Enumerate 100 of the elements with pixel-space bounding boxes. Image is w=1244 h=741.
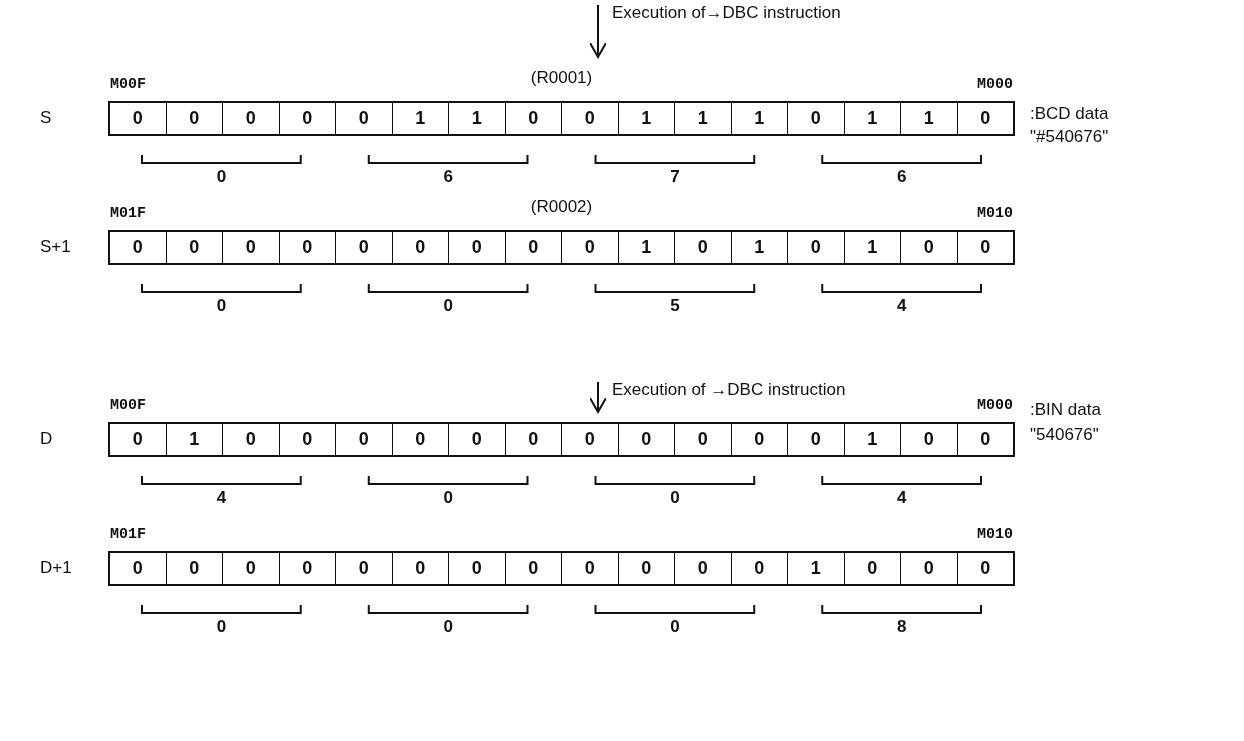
bit-cell: 1 bbox=[843, 424, 900, 455]
register bbox=[108, 551, 1015, 586]
nibble-digit: 5 bbox=[670, 296, 680, 316]
nibble-digit: 6 bbox=[443, 167, 453, 187]
bit-cell: 0 bbox=[956, 424, 1013, 455]
bit-cell: 0 bbox=[504, 103, 561, 134]
bit-cell: 1 bbox=[730, 232, 787, 263]
bit-cell: 1 bbox=[617, 103, 674, 134]
bit-cell: 1 bbox=[391, 103, 448, 134]
bit-cell: 1 bbox=[165, 424, 222, 455]
register-name: D bbox=[40, 429, 53, 449]
nibble-digit: 0 bbox=[670, 488, 680, 508]
instruction-note: Execution of→DBC instruction bbox=[612, 3, 841, 23]
bit-address: M00F bbox=[110, 397, 146, 414]
nibble-digit: 6 bbox=[896, 167, 907, 187]
bit-cell: 1 bbox=[730, 103, 787, 134]
nibble-digit: 0 bbox=[670, 617, 680, 637]
bit-cell: 0 bbox=[222, 103, 279, 134]
nibble-digit: 0 bbox=[443, 617, 453, 637]
bit-cell: 0 bbox=[561, 424, 618, 455]
bit-address: M01F bbox=[110, 526, 146, 543]
bit-cell: 0 bbox=[335, 232, 392, 263]
bit-address: M010 bbox=[977, 205, 1013, 222]
data-note: :BIN data bbox=[1030, 400, 1101, 420]
bit-cell: 1 bbox=[787, 553, 844, 584]
bit-cell: 0 bbox=[165, 553, 222, 584]
nibble-digit: 7 bbox=[670, 167, 680, 187]
bit-cell: 0 bbox=[561, 232, 618, 263]
bit-cell: 0 bbox=[278, 103, 335, 134]
bit-cell: 0 bbox=[222, 553, 279, 584]
nibble-digit: 0 bbox=[216, 167, 227, 187]
bit-address: M00F bbox=[110, 76, 146, 93]
bit-cell: 0 bbox=[335, 553, 392, 584]
bit-cell: 0 bbox=[335, 103, 392, 134]
nibble-digit: 4 bbox=[896, 296, 907, 316]
register bbox=[108, 101, 1015, 136]
register-name: S bbox=[40, 108, 52, 128]
bit-cell: 0 bbox=[674, 232, 731, 263]
nibble-digit: 0 bbox=[443, 488, 453, 508]
bit-cell: 1 bbox=[617, 232, 674, 263]
register-number: (R0001) bbox=[530, 68, 593, 88]
bit-cell: 0 bbox=[730, 424, 787, 455]
bit-cell: 0 bbox=[730, 553, 787, 584]
bit-cell: 0 bbox=[165, 103, 222, 134]
bit-address: M000 bbox=[977, 76, 1013, 93]
bit-cell: 0 bbox=[222, 424, 279, 455]
bit-cell: 1 bbox=[900, 103, 957, 134]
bit-address: M000 bbox=[977, 397, 1013, 414]
bit-cell: 0 bbox=[956, 103, 1013, 134]
bit-cell: 0 bbox=[391, 232, 448, 263]
bit-cell: 0 bbox=[504, 232, 561, 263]
bit-cell: 0 bbox=[165, 232, 222, 263]
bit-cell: 0 bbox=[674, 424, 731, 455]
bit-cell: 0 bbox=[222, 232, 279, 263]
data-note: "540676" bbox=[1030, 425, 1099, 445]
nibble-digit: 0 bbox=[216, 296, 227, 316]
bit-address: M010 bbox=[977, 526, 1013, 543]
bit-cell: 0 bbox=[674, 553, 731, 584]
bit-address: M01F bbox=[110, 205, 146, 222]
nibble-digit: 4 bbox=[216, 488, 227, 508]
bit-cell: 0 bbox=[391, 553, 448, 584]
bit-cell: 1 bbox=[843, 103, 900, 134]
bit-cell: 0 bbox=[448, 232, 505, 263]
bit-cell: 1 bbox=[448, 103, 505, 134]
bit-cell: 0 bbox=[448, 553, 505, 584]
nibble-digit: 0 bbox=[216, 617, 227, 637]
register-name: S+1 bbox=[40, 237, 71, 257]
bit-cell: 0 bbox=[335, 424, 392, 455]
bit-cell: 1 bbox=[843, 232, 900, 263]
nibble-digit: 8 bbox=[896, 617, 907, 637]
bit-cell: 0 bbox=[561, 103, 618, 134]
data-note: "#540676" bbox=[1030, 127, 1109, 147]
bit-cell: 0 bbox=[278, 232, 335, 263]
bit-cell: 0 bbox=[900, 553, 957, 584]
bit-cell: 0 bbox=[278, 553, 335, 584]
bit-cell: 0 bbox=[504, 553, 561, 584]
bit-cell: 0 bbox=[617, 553, 674, 584]
bit-cell: 0 bbox=[956, 553, 1013, 584]
bit-cell: 0 bbox=[900, 424, 957, 455]
bit-cell-text: 0 bbox=[131, 236, 144, 259]
nibble-digit: 4 bbox=[896, 488, 907, 508]
bit-cell-text: 0 bbox=[131, 428, 144, 451]
bit-cell: 0 bbox=[278, 424, 335, 455]
bit-cell-text: 0 bbox=[131, 107, 144, 130]
bit-cell: 0 bbox=[787, 103, 844, 134]
nibble-digit: 0 bbox=[443, 296, 453, 316]
bit-cell: 0 bbox=[843, 553, 900, 584]
register-number: (R0002) bbox=[530, 197, 593, 217]
bit-cell: 0 bbox=[956, 232, 1013, 263]
bit-cell: 0 bbox=[900, 232, 957, 263]
data-note: :BCD data bbox=[1030, 104, 1109, 124]
bit-cell: 0 bbox=[617, 424, 674, 455]
register bbox=[108, 230, 1015, 265]
bit-cell-text: 0 bbox=[131, 557, 144, 580]
register bbox=[108, 422, 1015, 457]
bit-cell: 0 bbox=[391, 424, 448, 455]
bit-cell: 0 bbox=[504, 424, 561, 455]
bit-cell: 1 bbox=[674, 103, 731, 134]
bit-cell: 0 bbox=[787, 232, 844, 263]
instruction-note: Execution of →DBC instruction bbox=[612, 380, 846, 400]
